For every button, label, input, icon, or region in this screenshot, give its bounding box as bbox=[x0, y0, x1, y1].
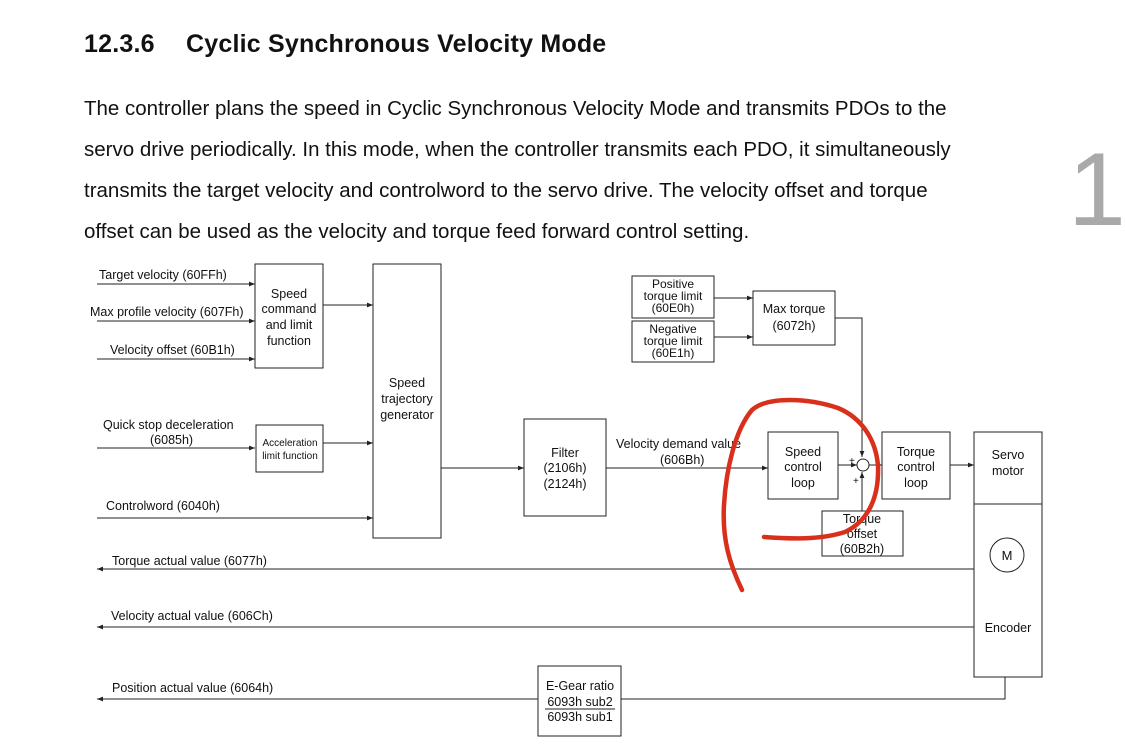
torque-actual-label: Torque actual value (6077h) bbox=[112, 554, 267, 568]
encoder-to-egear bbox=[621, 677, 1006, 700]
speed-cmd-text: command bbox=[262, 302, 317, 316]
velocity-demand-label: Velocity demand value bbox=[616, 437, 741, 451]
filter-block bbox=[523, 418, 607, 517]
body-paragraph: The controller plans the speed in Cyclic… bbox=[84, 88, 1059, 252]
max-torque-text: Max torque bbox=[763, 302, 826, 316]
pos-torque-text: (60E0h) bbox=[652, 301, 695, 315]
accel-limit-text: limit function bbox=[262, 451, 318, 462]
paragraph-line: transmits the target velocity and contro… bbox=[84, 179, 928, 202]
torque-loop-text: Torque bbox=[897, 445, 935, 459]
negative-torque-limit-block bbox=[631, 320, 715, 363]
quick-stop-index-label: (6085h) bbox=[150, 433, 193, 447]
paragraph-line: servo drive periodically. In this mode, … bbox=[84, 138, 951, 161]
filter-text: (2106h) bbox=[543, 461, 586, 475]
speed-loop-text: loop bbox=[791, 476, 815, 490]
max-torque-block bbox=[752, 290, 836, 346]
egear-numerator: 6093h sub2 bbox=[547, 695, 612, 709]
positive-torque-limit-block bbox=[631, 275, 715, 319]
velocity-actual-label: Velocity actual value (606Ch) bbox=[111, 609, 273, 623]
torque-offset-text: (60B2h) bbox=[840, 542, 884, 556]
egear-denominator: 6093h sub1 bbox=[547, 710, 612, 724]
motor-symbol-label: M bbox=[1002, 548, 1013, 563]
pos-torque-text: Positive bbox=[652, 277, 694, 291]
speed-cmd-text: and limit bbox=[266, 318, 313, 332]
speed-cmd-text: function bbox=[267, 334, 311, 348]
neg-torque-text: (60E1h) bbox=[652, 346, 695, 360]
trajectory-text: Speed bbox=[389, 376, 425, 390]
speed-command-block bbox=[254, 263, 324, 369]
max-torque-to-sum bbox=[835, 317, 865, 457]
max-torque-text: (6072h) bbox=[772, 319, 815, 333]
servo-text: Servo bbox=[992, 448, 1025, 462]
section-number: 12.3.6 bbox=[84, 30, 155, 58]
sum-plus-sign: + bbox=[849, 456, 855, 467]
motor-symbol bbox=[989, 537, 1025, 573]
torque-loop-text: control bbox=[897, 460, 935, 474]
position-actual-label: Position actual value (6064h) bbox=[112, 681, 273, 695]
pos-torque-text: torque limit bbox=[644, 289, 703, 303]
paragraph-line: offset can be used as the velocity and t… bbox=[84, 220, 750, 243]
trajectory-text: trajectory bbox=[381, 392, 433, 406]
filter-text: (2124h) bbox=[543, 477, 586, 491]
velocity-demand-index: (606Bh) bbox=[660, 453, 704, 467]
quick-stop-label: Quick stop deceleration bbox=[103, 418, 234, 432]
trajectory-text: generator bbox=[380, 408, 434, 422]
egear-title: E-Gear ratio bbox=[546, 679, 614, 693]
neg-torque-text: Negative bbox=[649, 322, 697, 336]
accel-limit-text: Acceleration bbox=[262, 438, 317, 449]
egear-ratio-block bbox=[537, 665, 622, 737]
sum-plus-sign: + bbox=[853, 476, 859, 487]
paragraph-line: The controller plans the speed in Cyclic… bbox=[84, 97, 947, 120]
summing-junction bbox=[856, 458, 870, 472]
controlword-label: Controlword (6040h) bbox=[106, 499, 220, 513]
filter-text: Filter bbox=[551, 446, 579, 460]
neg-torque-text: torque limit bbox=[644, 334, 703, 348]
torque-offset-text: offset bbox=[847, 527, 878, 541]
speed-trajectory-block bbox=[372, 263, 442, 539]
section-heading: 12.3.6 Cyclic Synchronous Velocity Mode bbox=[84, 30, 606, 59]
speed-control-loop-block bbox=[767, 431, 839, 500]
encoder-label: Encoder bbox=[985, 621, 1032, 635]
page-number: 1 bbox=[1068, 132, 1125, 248]
speed-cmd-text: Speed bbox=[271, 287, 307, 301]
target-velocity-label: Target velocity (60FFh) bbox=[99, 268, 227, 282]
red-annotation-stroke bbox=[721, 397, 881, 593]
section-title: Cyclic Synchronous Velocity Mode bbox=[186, 30, 607, 58]
acceleration-limit-block bbox=[255, 424, 324, 473]
speed-loop-text: control bbox=[784, 460, 822, 474]
velocity-offset-label: Velocity offset (60B1h) bbox=[110, 343, 235, 357]
servo-text: motor bbox=[992, 464, 1024, 478]
torque-control-loop-block bbox=[881, 431, 951, 500]
speed-loop-text: Speed bbox=[785, 445, 821, 459]
torque-loop-text: loop bbox=[904, 476, 928, 490]
max-profile-velocity-label: Max profile velocity (607Fh) bbox=[90, 305, 244, 319]
